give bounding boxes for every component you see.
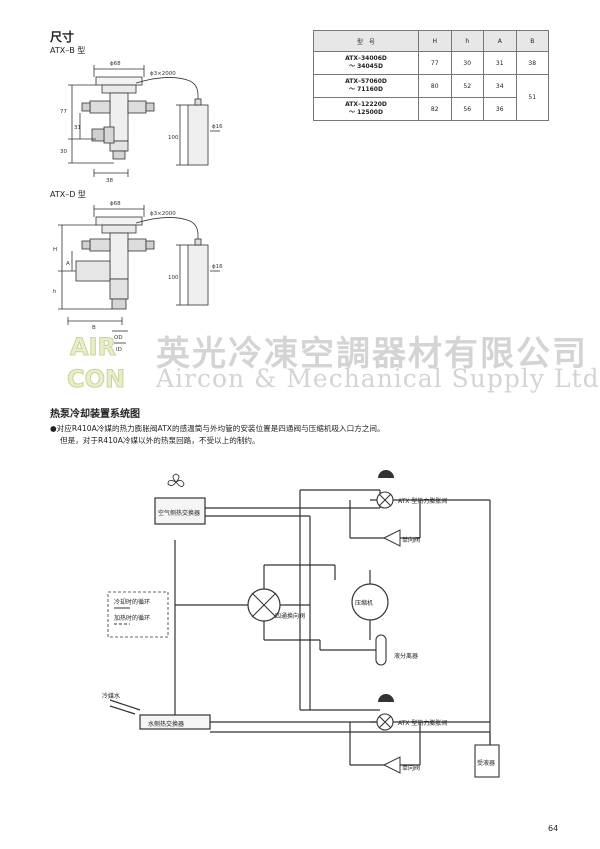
dim-77: 77 <box>60 109 67 115</box>
table-row: ATX–12220D～ 12500D 82 56 36 <box>313 97 549 121</box>
dim-H: H <box>53 247 57 253</box>
coolant-label: 冷媒水 <box>102 692 120 700</box>
system-note-2: 但是，对于R410A冷媒以外的热泵回路，不受以上的制约。 <box>60 436 260 445</box>
cell-H: 80 <box>418 74 452 98</box>
page-number: 64 <box>548 824 559 833</box>
separator-label: 液分离器 <box>394 652 418 660</box>
dim-38: 38 <box>106 178 113 184</box>
legend-heat-label: 加热时的循环 <box>114 614 150 622</box>
check-top-label: 单向阀 <box>402 536 420 544</box>
header-A: A <box>483 30 517 52</box>
dim-30: 30 <box>60 149 67 155</box>
cell-A: 36 <box>483 97 517 121</box>
cell-h: 30 <box>450 51 484 75</box>
compressor-label: 压缩机 <box>355 599 373 607</box>
dim-h: h <box>53 289 57 295</box>
cell-H: 77 <box>418 51 452 75</box>
table-row: ATX–34006D～ 34045D 77 30 31 38 <box>313 51 549 75</box>
atx-bottom-label: ATX 型热力膨胀阀 <box>398 719 447 727</box>
atx-d-drawing: ϕ68 ϕ3×2000 H A h 100 ϕ16 B OD ID <box>53 201 223 353</box>
water-hx-label: 水侧热交换器 <box>148 720 184 728</box>
heat-pump-diagram: 空气侧热交换器 冷却时的循环 加热时的循环 四通换向阀 压缩机 液分离器 冷媒水… <box>102 470 500 778</box>
dim-phi68: ϕ68 <box>110 61 121 67</box>
cell-h: 56 <box>450 97 484 121</box>
model-cell: ATX–57060D～ 71160D <box>313 74 419 98</box>
dim-A: A <box>66 261 70 267</box>
dim-100: 100 <box>168 135 179 141</box>
cell-h: 52 <box>450 74 484 98</box>
svg-text:AIR: AIR <box>70 333 116 361</box>
dim-31: 31 <box>74 125 81 131</box>
cell-A: 34 <box>483 74 517 98</box>
dim-phi68: ϕ68 <box>110 201 121 207</box>
atx-b-drawing: ϕ68 ϕ3×2000 77 31 30 100 ϕ16 38 <box>60 61 223 184</box>
header-model: 型 号 <box>313 30 419 52</box>
cell-H: 82 <box>418 97 452 121</box>
dim-B: B <box>92 325 96 331</box>
dim-OD: OD <box>114 335 123 341</box>
table-header-row: 型 号 H h A B <box>313 30 549 52</box>
receiver-label: 受液器 <box>477 759 495 767</box>
air-hx-label: 空气侧热交换器 <box>158 509 200 517</box>
fan-icon <box>167 473 185 487</box>
dim-ID: ID <box>116 347 122 353</box>
check-bottom-label: 单向阀 <box>402 764 420 772</box>
system-title: 热泵冷却装置系统图 <box>50 409 140 420</box>
atx-d-label: ATX–D 型 <box>50 190 86 199</box>
svg-text:CON: CON <box>67 365 125 393</box>
model-cell: ATX–34006D～ 34045D <box>313 51 419 75</box>
header-B: B <box>515 30 549 52</box>
cell-B: 51 <box>515 74 549 121</box>
cell-A: 31 <box>483 51 517 75</box>
dim-capillary: ϕ3×2000 <box>150 211 176 217</box>
dim-phi16: ϕ16 <box>212 124 223 130</box>
header-h: h <box>450 30 484 52</box>
system-note-1: ●对应R410A冷媒的热力膨胀阀ATX的感温筒与外均管的安装位置是四通阀与压缩机… <box>50 424 385 433</box>
atx-b-label: ATX–B 型 <box>50 46 86 55</box>
atx-top-label: ATX 型热力膨胀阀 <box>398 497 447 505</box>
aircon-logo: AIR CON <box>67 333 126 394</box>
watermark-cn: 英光冷凍空調器材有限公司 <box>156 334 588 374</box>
model-cell: ATX–12220D～ 12500D <box>313 97 419 121</box>
legend-cool-label: 冷却时的循环 <box>114 598 150 606</box>
watermark-en: Aircon & Mechanical Supply Ltd <box>156 364 600 393</box>
four-way-label: 四通换向阀 <box>275 612 305 620</box>
dim-phi16: ϕ16 <box>212 264 223 270</box>
spec-table: 型 号 H h A B ATX–34006D～ 34045D 77 30 31 … <box>313 30 549 121</box>
table-row: ATX–57060D～ 71160D 80 52 34 51 <box>313 74 549 121</box>
cell-B: 38 <box>515 51 549 75</box>
section-title: 尺寸 <box>50 30 75 44</box>
dim-100: 100 <box>168 275 179 281</box>
header-H: H <box>418 30 452 52</box>
dim-capillary: ϕ3×2000 <box>150 71 176 77</box>
